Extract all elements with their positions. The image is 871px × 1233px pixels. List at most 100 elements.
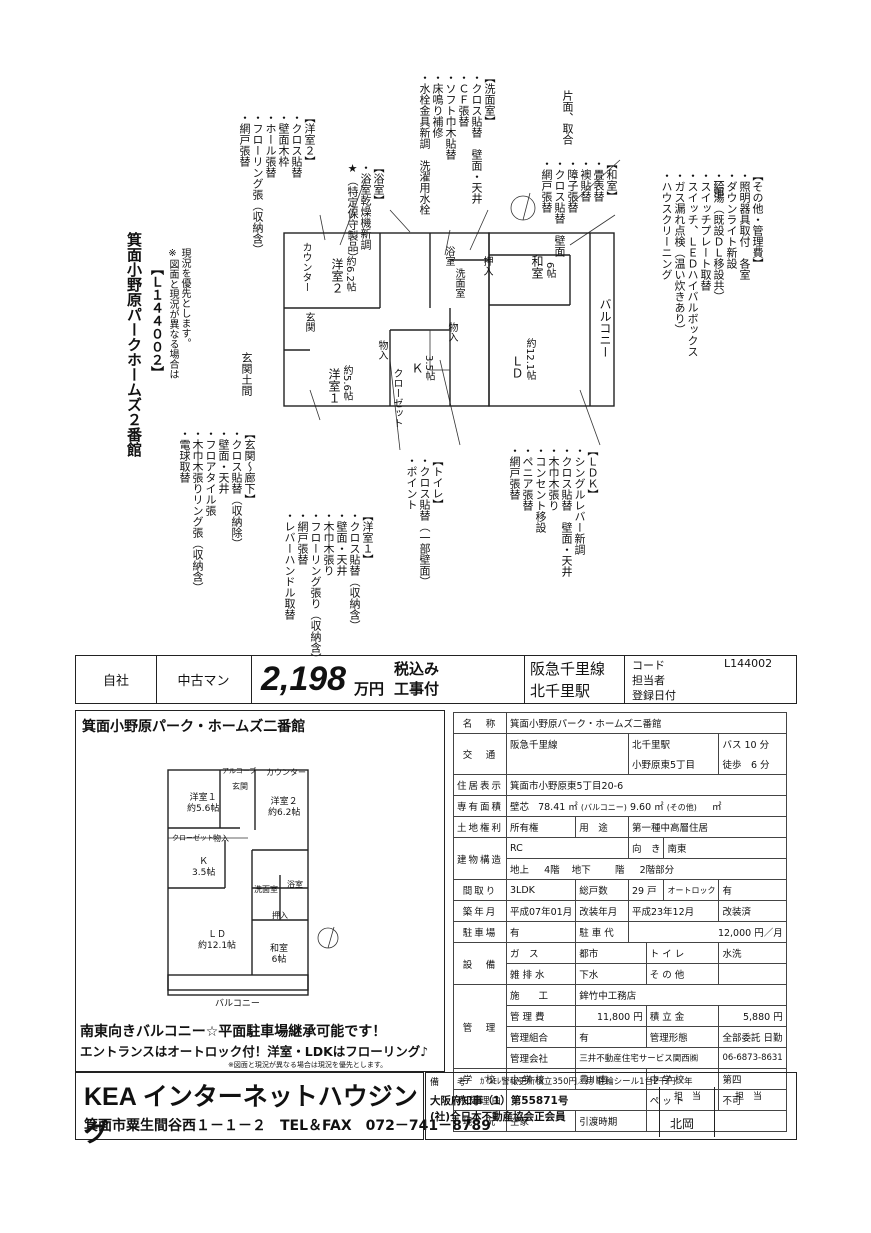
remarks-label: 備 考: [430, 1078, 467, 1088]
annotation-ldk: 【ＬＤＫ】・シングルレバー新調・クロス貼替 壁面・天井・木巾木張り・コンセント移…: [508, 445, 599, 577]
spec-fee: 11,800 円: [575, 1005, 647, 1027]
annotation-genkan-extra: 玄関土間: [240, 352, 253, 396]
spec-key-parking: 駐車場: [452, 921, 508, 943]
spec-autolock: 有: [718, 879, 787, 901]
annotation-line: 玄関土間: [240, 352, 253, 396]
annotation-line: ・クロス貼替 壁面: [553, 158, 566, 257]
annotation-line: ・クロス貼替（収納含）: [348, 510, 361, 631]
property-title-vertical: 箕面小野原パークホームズ２番館: [125, 232, 143, 457]
top-floor-plan: [283, 159, 621, 450]
left-plan-yoku: 浴室: [287, 880, 303, 889]
spec-area-type: 壁芯: [510, 802, 530, 813]
annotation-line: ・壁面木枠: [277, 112, 290, 167]
annotation-line: ・網戸張替: [296, 510, 309, 565]
plan-label-yoshitsu1: 洋室１: [327, 368, 341, 404]
note-line-2: 現況を優先とします。: [179, 248, 190, 348]
plan-label-mono-1: 物入: [376, 340, 387, 360]
annotation-line: 【和室】: [605, 158, 618, 202]
spec-land-right: 所有権: [506, 816, 577, 838]
spec-access-stop: 小野原東5丁目: [627, 754, 720, 775]
annotation-yoshitsu2: 【洋室２】・クロス貼替・壁面木枠・ホール張替・フローリング張（収納含）・網戸張替: [238, 112, 316, 255]
left-plan-washitsu-label: 和室: [270, 944, 289, 954]
tantou-staff: 北岡: [670, 1117, 695, 1131]
annotation-line: ・レバーハンドル取替: [283, 510, 296, 620]
annotation-line: ・床鳴り補修: [431, 72, 444, 138]
left-plan-yoshitsu1-size: 約5.6帖: [187, 804, 220, 814]
spec-value-address: 箕面市小野原東5丁目20-6: [506, 774, 787, 796]
left-plan-balcony: バルコニー: [215, 999, 260, 1009]
annotation-line: ・コンセント移設: [534, 445, 547, 533]
plan-label-yoshitsu1-size: 約5.6帖: [341, 365, 352, 401]
plan-label-senmen: 洗面室: [453, 268, 464, 298]
spec-parking-fee: 12,000 円／月: [627, 921, 787, 943]
spec-union: 有: [575, 1026, 647, 1048]
left-plan-oshiire: 押入: [272, 911, 288, 920]
plan-label-yoku: 浴室: [443, 246, 454, 266]
plan-label-closet: クローゼット: [391, 368, 402, 428]
annotation-line: ・クロス貼替（収納除）: [230, 428, 243, 549]
header-station: 北千里駅: [530, 682, 591, 700]
spec-access-line: 阪急千里線: [506, 733, 629, 754]
spec-gas-label: ガ ス: [506, 942, 577, 964]
table-row: 間取り 3LDK 総戸数 29 戸 オートロック 有: [452, 879, 787, 901]
annotation-line: 【玄関～廊下】: [243, 428, 256, 505]
company-address: 箕面市粟生間谷西１－１－２ TEL＆FAX 072－741－8789: [84, 1118, 492, 1134]
spec-access-walk: 徒歩 6 分: [718, 754, 787, 775]
annotation-line: ・フロアタイル張: [204, 428, 217, 516]
spec-layout: 3LDK: [506, 879, 577, 901]
spec-key-equipment: 設 備: [452, 942, 508, 985]
annotation-yoshitsu1: 【洋室１】・クロス貼替（収納含）・壁面・天井・木巾木張り・フローリング張り（収納…: [283, 510, 374, 664]
spec-access-station: 北千里駅: [627, 733, 720, 754]
plan-label-ld-size: 約12.1帖: [524, 338, 535, 381]
annotation-line: ・木巾木張りリング張（収納含）: [191, 428, 204, 593]
promo-text: 南東向きバルコニー☆平面駐車場継承可能です！ エントランスはオートロック付！洋室…: [80, 1022, 428, 1062]
header-line: 阪急千里線: [530, 660, 606, 678]
spec-built: 平成07年01月: [506, 900, 577, 922]
company-name: KEA インターネットハウジング: [84, 1083, 418, 1147]
table-row: 築年月 平成07年01月 改装年月 平成23年12月 改装済: [452, 900, 787, 922]
spec-parking: 有: [506, 921, 577, 943]
left-plan-closet: クローゼット: [172, 834, 214, 842]
license-text: 大阪府知事（1）第55871号: [430, 1095, 569, 1107]
spec-units-label: 総戸数: [575, 879, 629, 901]
spec-land-use: 第一種中高層住居: [627, 816, 787, 838]
left-plan-counter: カウンター: [266, 768, 306, 777]
tantou-label-1: 担 当: [674, 1092, 702, 1102]
annotation-line: ・ポイント: [405, 455, 418, 510]
spec-floor-unit: 2階部分: [639, 865, 675, 876]
annotation-line: ・クロス貼替: [290, 112, 303, 178]
table-row: 雑 排 水 下水 そ の 他: [454, 963, 787, 985]
table-row: 管 理 施 工 鉾竹中工務店: [452, 984, 787, 1069]
spec-status: 空家: [506, 1110, 577, 1132]
tantou-cell-1: 担 当 北岡: [659, 1087, 715, 1137]
tantou-label-2: 担 当: [735, 1092, 763, 1102]
spec-key-management: 管 理: [452, 984, 508, 1069]
annotation-line: 【洋室１】: [361, 510, 374, 565]
annotation-line: ・襖貼替: [579, 158, 592, 202]
spec-land-use-label: 用 途: [575, 816, 629, 838]
spec-direction-label: 向 き: [627, 837, 665, 859]
plan-label-oshiire: 押入: [481, 256, 492, 276]
spec-key-built: 築年月: [452, 900, 508, 922]
spec-floors-above: 4階: [544, 865, 560, 876]
table-row: 小野原東5丁目 徒歩 6 分: [454, 754, 787, 775]
annotation-line: ・壁面・天井: [335, 510, 348, 576]
spec-structure-type: RC: [506, 837, 629, 859]
annotation-toilet: 【トイレ】・クロス貼替（一部壁面）・ポイント: [405, 455, 444, 587]
annotation-line: ・ＣＦ張替: [457, 72, 470, 127]
annotation-line: ・照明器具取付 各室: [738, 170, 751, 280]
spec-builder-label: 施 工: [506, 984, 577, 1006]
spec-area-other-unit: ㎡: [712, 802, 722, 813]
remarks-box: 備 考 ｶﾞｽﾓﾚ警報更新積立350円／月 駐輪シール1台2千円／年 大阪府知事…: [425, 1072, 797, 1140]
header-tantou-label: 担当者: [632, 674, 665, 687]
spec-company-tel: 06-6873-8631: [718, 1047, 787, 1069]
annotation-line: ・障子張替: [566, 158, 579, 213]
spec-key-land: 土地権利: [452, 816, 508, 838]
left-panel: [75, 710, 445, 1072]
table-row: 現 況 空家 引渡時期: [452, 1110, 787, 1132]
left-plan-alcove: アルコーブ: [222, 767, 257, 775]
header-price: 2,198: [261, 660, 347, 698]
property-code-vertical: 【Ｌ１４４００２】: [148, 262, 163, 379]
